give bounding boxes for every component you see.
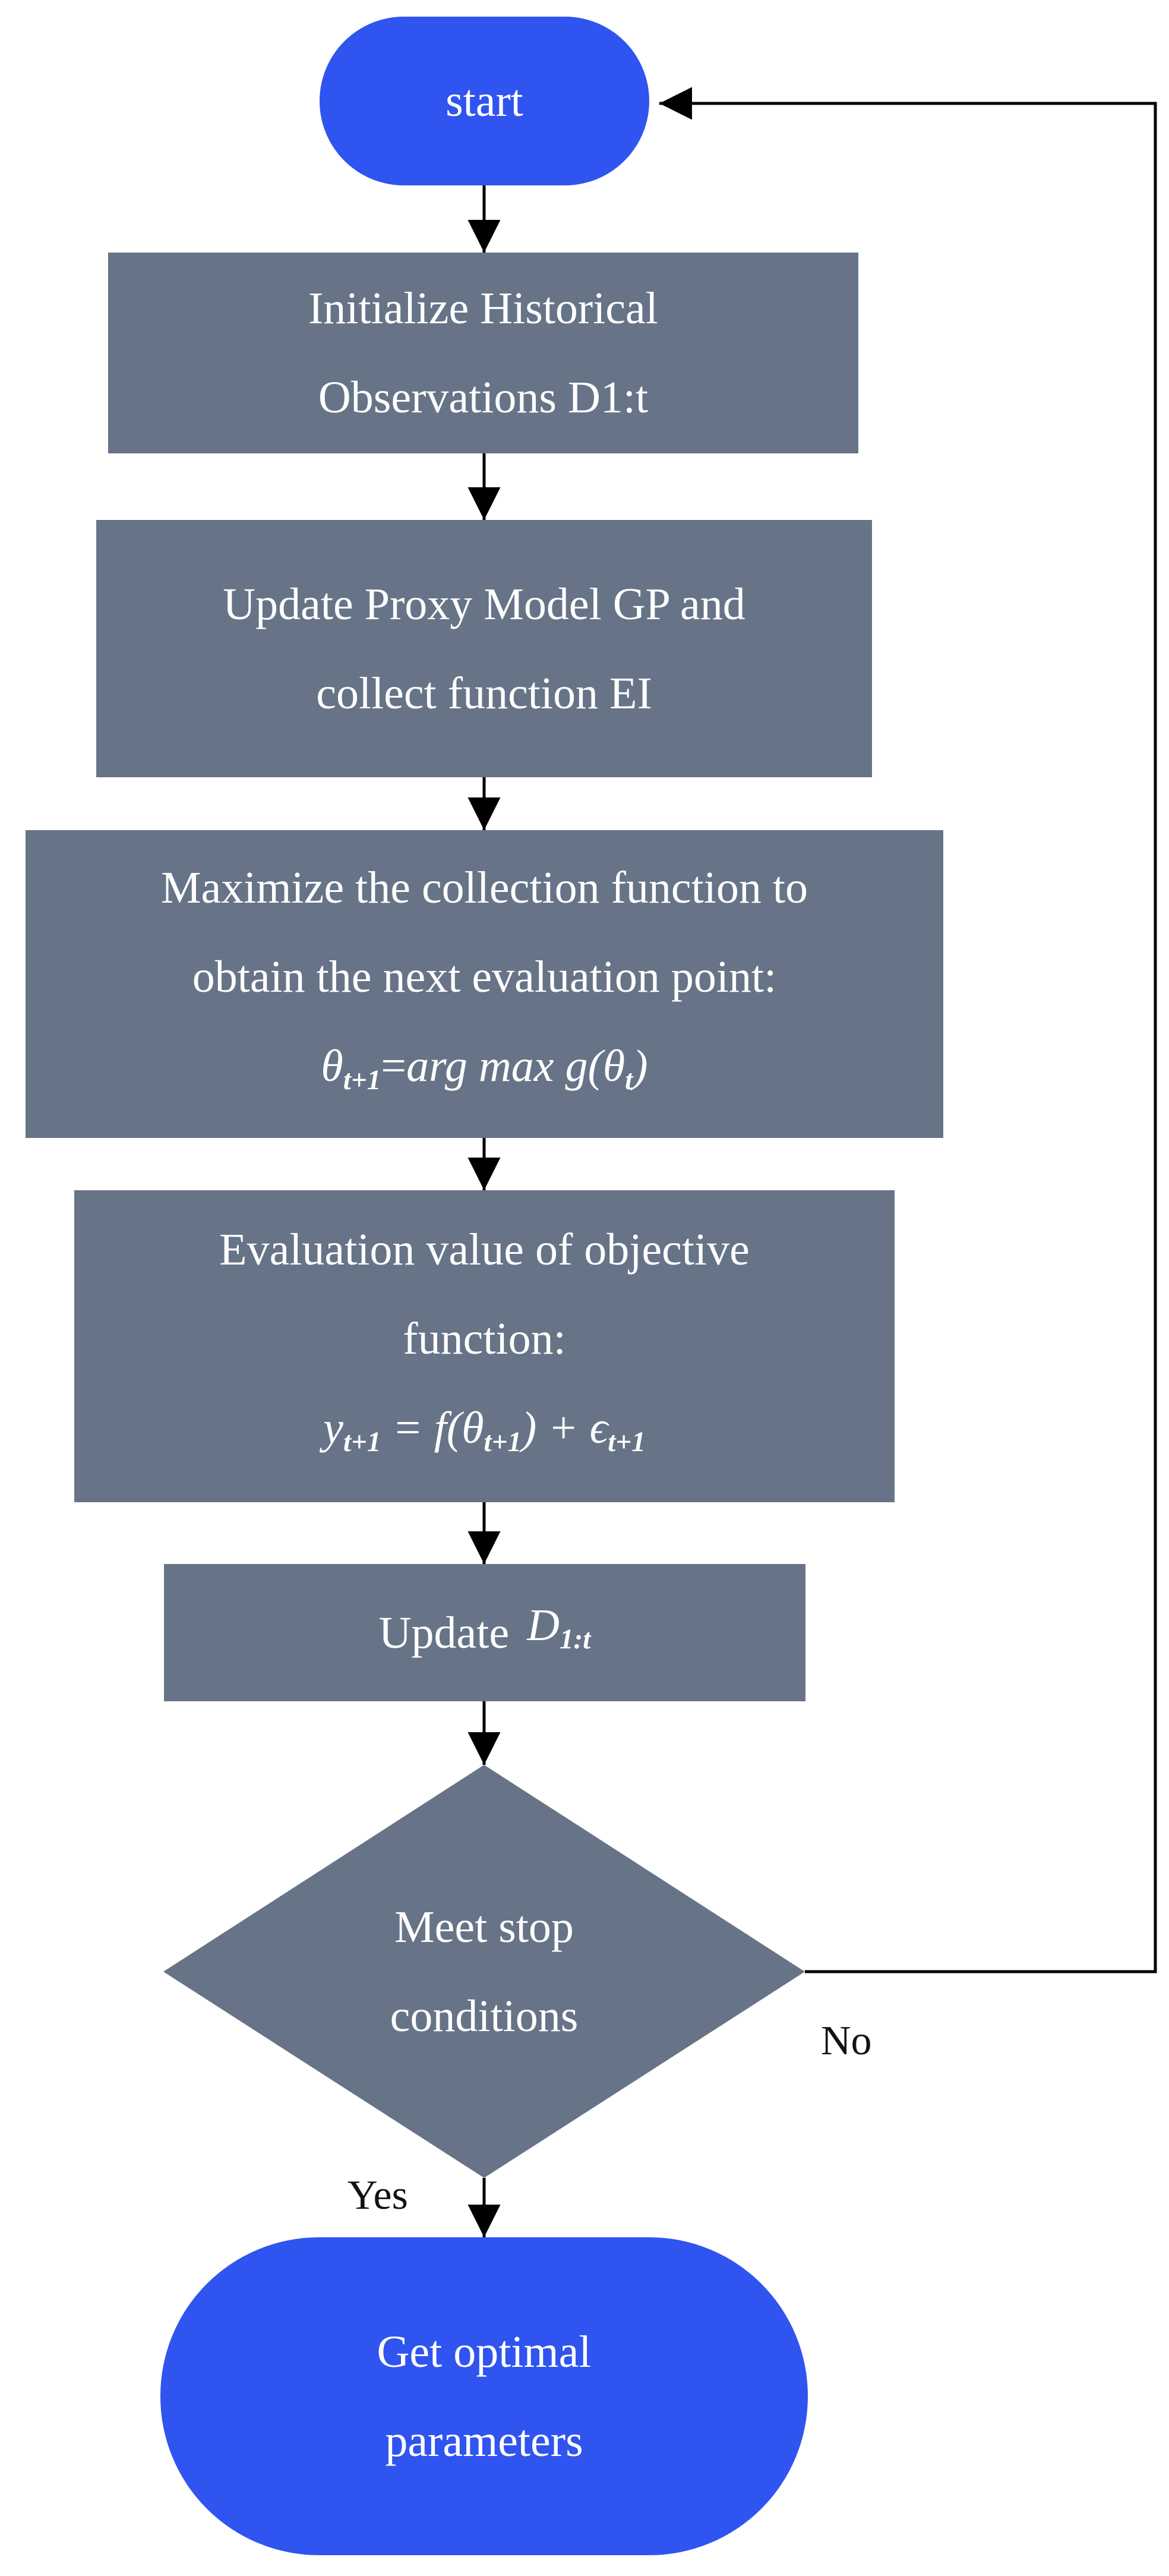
end-line-1: Get optimal [377, 2326, 592, 2377]
end-line-2: parameters [385, 2416, 583, 2466]
update-proxy-line-1: Update Proxy Model GP and [223, 579, 745, 629]
end-terminal: Get optimal parameters [160, 2237, 808, 2555]
arrow-no-loop-to-start [659, 87, 1157, 1973]
yes-edge-label: Yes [347, 2173, 408, 2218]
evaluate-objective-box: Evaluation value of objective function: … [74, 1190, 895, 1502]
decision-stop-conditions: Meet stop conditions [163, 1765, 805, 2178]
update-d-box: Update D1:t [164, 1564, 805, 1701]
update-proxy-model-box: Update Proxy Model GP and collect functi… [96, 520, 872, 777]
maximize-line-1: Maximize the collection function to [160, 862, 808, 913]
no-edge-label: No [821, 2018, 872, 2064]
start-label: start [446, 76, 523, 126]
decision-line-1: Meet stop [394, 1902, 574, 1952]
maximize-line-2: obtain the next evaluation point: [192, 951, 777, 1002]
decision-diamond-shape [163, 1765, 805, 2178]
initialize-line-2: Observations D1:t [318, 373, 649, 422]
evaluate-line-1: Evaluation value of objective [219, 1225, 750, 1275]
decision-line-2: conditions [390, 1991, 579, 2041]
update-proxy-line-2: collect function EI [316, 668, 652, 718]
maximize-formula: θt+1=arg max g(θt) [321, 1041, 648, 1096]
update-d-symbol: D1:t [527, 1600, 591, 1656]
start-terminal: start [320, 17, 649, 185]
evaluate-formula: yt+1 = f(θt+1) + ϵt+1 [323, 1403, 646, 1458]
maximize-collection-box: Maximize the collection function to obta… [26, 830, 943, 1138]
initialize-line-1: Initialize Historical [308, 283, 658, 333]
initialize-observations-box: Initialize Historical Observations D1:t [108, 253, 858, 453]
evaluate-line-2: function: [403, 1314, 566, 1364]
update-d-text: Update [378, 1607, 510, 1658]
